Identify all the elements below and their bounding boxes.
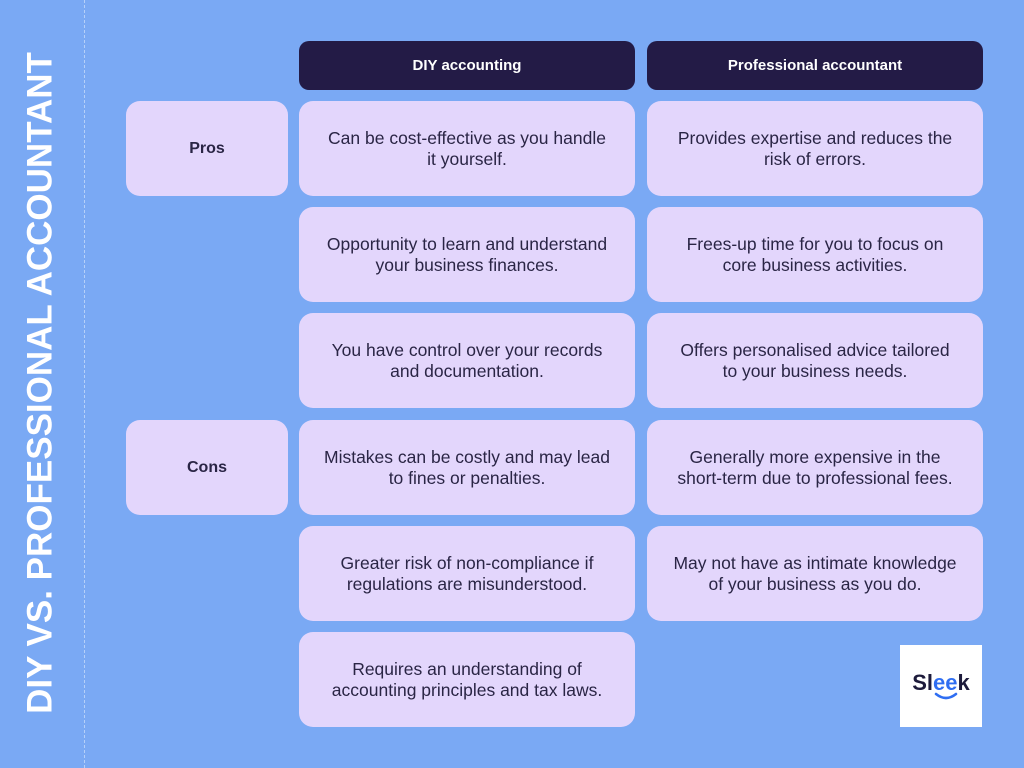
logo-wordmark: Sleek: [900, 671, 982, 695]
diy-pro-cell: Opportunity to learn and understand your…: [299, 207, 635, 302]
cell-text: Requires an understanding of accounting …: [331, 658, 603, 700]
column-header-professional: Professional accountant: [647, 41, 983, 90]
smile-icon: [934, 692, 958, 700]
column-header-label: Professional accountant: [727, 57, 903, 74]
professional-pro-cell: Frees-up time for you to focus on core b…: [647, 207, 983, 302]
row-label-text: Pros: [189, 139, 225, 157]
column-header-label: DIY accounting: [412, 57, 522, 74]
diy-con-cell: Mistakes can be costly and may lead to f…: [299, 420, 635, 515]
row-label-text: Cons: [187, 458, 227, 476]
sleek-logo: Sleek: [900, 645, 982, 727]
dashed-divider: [84, 0, 85, 768]
cell-text: Frees-up time for you to focus on core b…: [686, 233, 944, 275]
diy-pro-cell: Can be cost-effective as you handle it y…: [299, 101, 635, 196]
professional-con-cell: May not have as intimate knowledge of yo…: [647, 526, 983, 621]
row-label-cons: Cons: [126, 420, 288, 515]
cell-text: Opportunity to learn and understand your…: [326, 233, 608, 275]
cell-text: Greater risk of non-compliance if regula…: [340, 552, 594, 594]
professional-pro-cell: Provides expertise and reduces the risk …: [647, 101, 983, 196]
cell-text: Can be cost-effective as you handle it y…: [328, 127, 606, 169]
diy-con-cell: Requires an understanding of accounting …: [299, 632, 635, 727]
professional-pro-cell: Offers personalised advice tailored to y…: [647, 313, 983, 408]
professional-con-cell: Generally more expensive in the short-te…: [647, 420, 983, 515]
cell-text: You have control over your records and d…: [331, 339, 603, 381]
cell-text: Provides expertise and reduces the risk …: [677, 127, 953, 169]
page-title: DIY VS. PROFESSIONAL ACCOUNTANT: [20, 52, 60, 714]
cell-text: May not have as intimate knowledge of yo…: [673, 552, 957, 594]
row-label-pros: Pros: [126, 101, 288, 196]
diy-con-cell: Greater risk of non-compliance if regula…: [299, 526, 635, 621]
column-header-diy: DIY accounting: [299, 41, 635, 90]
diy-pro-cell: You have control over your records and d…: [299, 313, 635, 408]
cell-text: Mistakes can be costly and may lead to f…: [324, 446, 610, 488]
cell-text: Offers personalised advice tailored to y…: [680, 339, 950, 381]
cell-text: Generally more expensive in the short-te…: [677, 446, 953, 488]
